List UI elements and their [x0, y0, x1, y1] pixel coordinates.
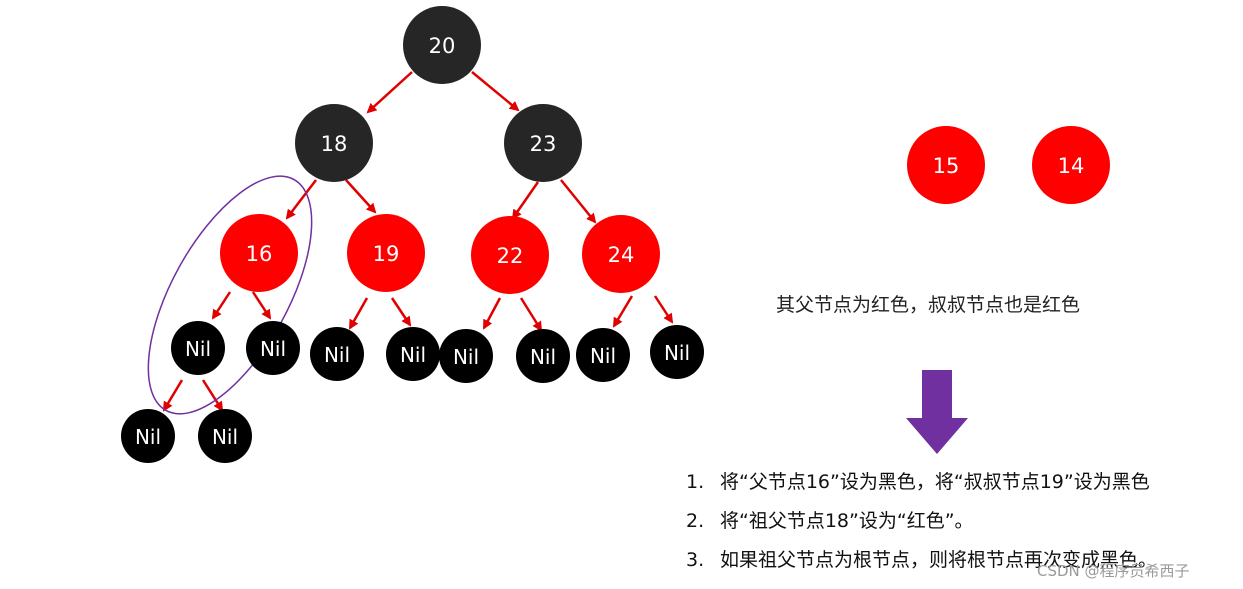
node-label: 14 — [1058, 154, 1085, 178]
edge-22-nil — [519, 297, 543, 332]
edge-24-nil — [653, 295, 674, 324]
node-22: 22 — [471, 216, 549, 294]
step-text: 将“父节点16”设为黑色，将“叔叔节点19”设为黑色 — [720, 471, 1150, 493]
edge-nil-nil — [162, 379, 184, 412]
nil-label: Nil — [590, 344, 616, 368]
node-16: 16 — [220, 214, 298, 292]
nil-node: Nil — [246, 321, 300, 375]
edge-20-18 — [366, 71, 413, 114]
nil-label: Nil — [530, 345, 556, 369]
edge-16-nil — [211, 291, 232, 320]
node-18: 18 — [295, 104, 373, 182]
edge-20-23 — [471, 71, 520, 112]
nil-label: Nil — [185, 337, 211, 361]
nil-node: Nil — [198, 409, 252, 463]
step-item: 1. 将“父节点16”设为黑色，将“叔叔节点19”设为黑色 — [686, 465, 1157, 504]
nil-node: Nil — [171, 321, 225, 375]
nil-label: Nil — [400, 343, 426, 367]
step-number: 2. — [686, 510, 705, 532]
nil-node: Nil — [650, 325, 704, 379]
nil-label: Nil — [664, 341, 690, 365]
node-label: 16 — [246, 242, 273, 266]
nil-label: Nil — [212, 425, 238, 449]
step-item: 2. 将“祖父节点18”设为“红色”。 — [686, 504, 1157, 543]
edge-18-16 — [285, 179, 317, 220]
edge-23-24 — [560, 179, 597, 224]
nil-label: Nil — [135, 425, 161, 449]
edge-16-nil — [251, 291, 272, 320]
node-20: 20 — [403, 6, 481, 84]
nil-node: Nil — [516, 329, 570, 383]
step-text: 如果祖父节点为根节点，则将根节点再次变成黑色。 — [720, 549, 1158, 571]
node-label: 24 — [608, 243, 635, 267]
edge-19-nil — [348, 297, 369, 330]
watermark: CSDN @程序员希西子 — [1037, 562, 1190, 580]
node-label: 15 — [933, 154, 960, 178]
edge-18-19 — [345, 179, 377, 214]
nil-label: Nil — [324, 343, 350, 367]
side-node-15: 15 — [907, 126, 985, 204]
node-label: 19 — [373, 242, 400, 266]
down-arrow-icon — [906, 370, 968, 454]
edge-19-nil — [390, 297, 412, 327]
edge-24-nil — [612, 295, 634, 328]
node-label: 20 — [429, 34, 456, 58]
nil-label: Nil — [260, 337, 286, 361]
node-19: 19 — [347, 214, 425, 292]
nil-node: Nil — [121, 409, 175, 463]
step-number: 1. — [686, 471, 705, 493]
edges — [162, 71, 674, 412]
node-label: 23 — [530, 132, 557, 156]
side-node-14: 14 — [1032, 126, 1110, 204]
nil-node: Nil — [439, 329, 493, 383]
step-number: 3. — [686, 549, 705, 571]
step-item: 3. 如果祖父节点为根节点，则将根节点再次变成黑色。 — [686, 543, 1157, 582]
step-text: 将“祖父节点18”设为“红色”。 — [720, 510, 974, 532]
steps-list: 1. 将“父节点16”设为黑色，将“叔叔节点19”设为黑色 2. 将“祖父节点18”… — [686, 465, 1157, 582]
highlight-ellipse — [147, 175, 313, 415]
nil-node: Nil — [386, 327, 440, 381]
node-label: 22 — [497, 244, 524, 268]
node-24: 24 — [582, 215, 660, 293]
edge-23-22 — [511, 181, 540, 220]
nil-label: Nil — [453, 345, 479, 369]
condition-note: 其父节点为红色，叔叔节点也是红色 — [776, 294, 1081, 316]
nil-node: Nil — [576, 328, 630, 382]
edge-22-nil — [482, 297, 502, 330]
nil-node: Nil — [310, 327, 364, 381]
edge-nil-nil — [201, 379, 224, 412]
node-label: 18 — [321, 132, 348, 156]
node-23: 23 — [504, 104, 582, 182]
